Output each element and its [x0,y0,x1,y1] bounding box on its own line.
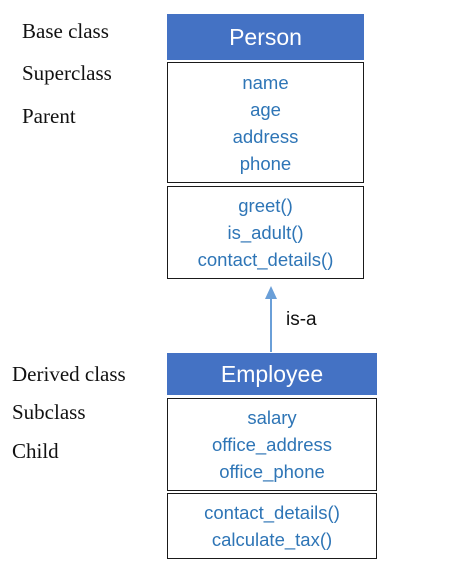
person-attribute: address [232,125,299,147]
person-attribute: name [242,71,289,93]
person-class-header: Person [167,14,364,60]
superclass-label: Superclass [22,61,112,85]
employee-method: calculate_tax() [211,529,333,550]
employee-method: contact_details() [204,502,340,523]
person-methods-box: greet() is_adult() contact_details() [167,186,364,279]
parent-label: Parent [22,104,76,128]
person-method: greet() [238,195,293,216]
employee-attributes-box: salary office_address office_phone [167,398,377,491]
person-attribute: age [250,98,281,120]
derived-class-label: Derived class [12,362,126,386]
employee-methods-box: contact_details() calculate_tax() [167,493,377,559]
child-label: Child [12,439,59,463]
employee-attribute: salary [247,407,297,428]
employee-class-header: Employee [167,353,377,395]
employee-attribute: office_address [212,434,332,455]
base-class-label: Base class [22,19,109,43]
subclass-label: Subclass [12,400,86,424]
person-attribute: phone [239,152,292,174]
person-method: contact_details() [197,249,334,270]
person-attributes-box: name age address phone [167,62,364,183]
is-a-label: is-a [286,309,317,330]
person-method: is_adult() [227,222,304,243]
employee-attribute: office_phone [219,461,325,482]
